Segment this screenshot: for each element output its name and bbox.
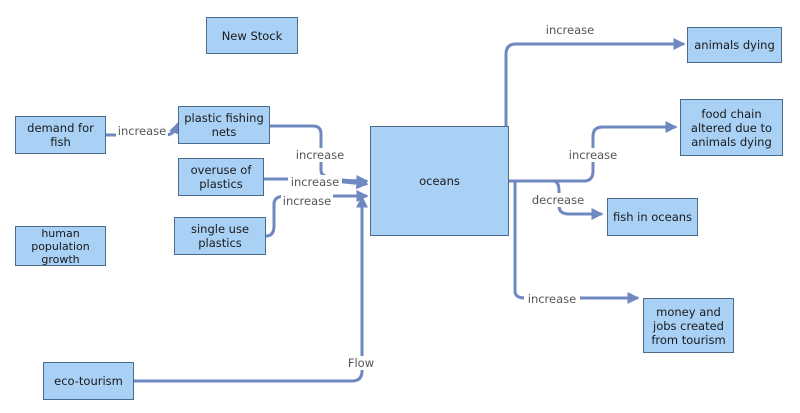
edge-label-eco-oceans: Flow [345, 356, 377, 370]
svg-text:increase: increase [569, 148, 617, 162]
node-money-and-jobs[interactable]: money and jobs created from tourism [643, 298, 734, 353]
node-food-chain-altered[interactable]: food chain altered due to animals dying [680, 99, 783, 156]
edge-label-oceans-animals: increase [542, 23, 598, 37]
svg-text:increase: increase [283, 194, 331, 208]
edge-eco-to-oceans[interactable] [131, 195, 368, 383]
svg-text:increase: increase [528, 292, 576, 306]
svg-text:increase: increase [291, 175, 339, 189]
node-overuse-of-plastics[interactable]: overuse of plastics [178, 158, 264, 196]
node-human-population-growth[interactable]: human population growth [15, 226, 106, 266]
edge-label-nets-oceans: increase [293, 148, 347, 162]
node-fish-in-oceans[interactable]: fish in oceans [607, 198, 698, 236]
edge-oceans-to-animals[interactable] [504, 38, 686, 130]
edge-label-oceans-food-chain: increase [565, 148, 621, 162]
node-single-use-plastics[interactable]: single use plastics [174, 217, 266, 255]
edge-label-oceans-fish: decrease [529, 193, 587, 207]
node-eco-tourism[interactable]: eco-tourism [43, 362, 134, 400]
edge-label-single-use-oceans: increase [281, 194, 333, 208]
svg-text:Flow: Flow [348, 356, 374, 370]
edge-label-oceans-money: increase [524, 292, 580, 306]
svg-text:increase: increase [118, 124, 166, 138]
node-animals-dying[interactable]: animals dying [687, 27, 782, 63]
node-new-stock[interactable]: New Stock [206, 17, 298, 54]
svg-text:decrease: decrease [532, 193, 584, 207]
edge-label-overuse-oceans: increase [288, 175, 342, 189]
svg-text:increase: increase [296, 148, 344, 162]
node-demand-for-fish[interactable]: demand for fish [15, 116, 106, 154]
edge-label-demand-nets: increase [116, 124, 168, 138]
node-oceans[interactable]: oceans [370, 126, 509, 236]
node-plastic-fishing-nets[interactable]: plastic fishing nets [178, 106, 270, 144]
svg-text:increase: increase [546, 23, 594, 37]
